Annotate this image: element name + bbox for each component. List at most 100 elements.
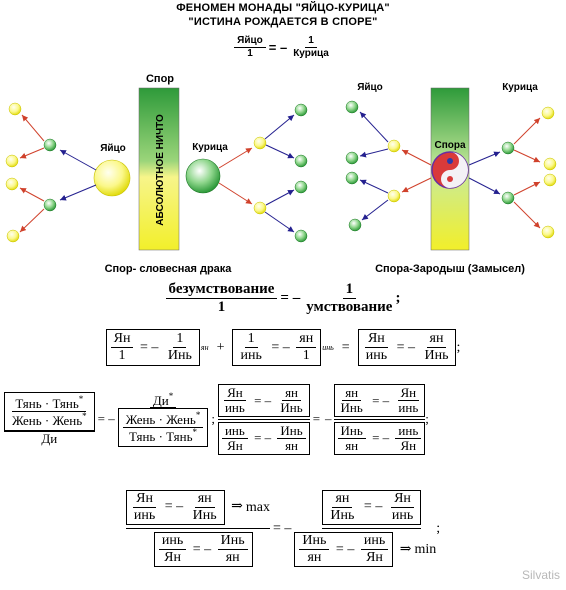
denominator: ян (285, 437, 299, 453)
small-node (294, 103, 308, 117)
denominator: Ян (164, 549, 181, 565)
equals-minus: = – (97, 411, 115, 427)
equals-minus: = – (268, 39, 288, 55)
right-caption: Спора-Зародыш (Замысел) (375, 263, 525, 275)
denominator: ян (307, 549, 322, 565)
title-line-1: ФЕНОМЕН МОНАДЫ "ЯЙЦО-КУРИЦА" (176, 2, 390, 14)
numerator: ян (342, 386, 362, 401)
small-node (501, 141, 515, 155)
small-node (6, 229, 20, 243)
numerator: Ян (397, 386, 420, 401)
numerator: Инь (277, 424, 306, 439)
numerator: безумствование (165, 281, 278, 299)
small-node (345, 100, 359, 114)
equals-minus: = – (396, 339, 415, 355)
hen-node (185, 158, 221, 194)
small-node (345, 171, 359, 185)
numerator: 1 (244, 331, 258, 348)
bar-vertical-text: АБСОЛЮТНОЕ НИЧТО (155, 114, 166, 226)
yin-yang-icon (431, 151, 469, 189)
semicolon: ; (456, 339, 461, 355)
left-diagram: Спор АБСОЛЮТНОЕ НИЧТО Яйцо Курица (5, 73, 308, 275)
min-label: min (414, 541, 437, 557)
right-egg-label: Яйцо (357, 82, 383, 93)
implies-arrow: ⇒ (399, 541, 412, 557)
semicolon: ; (436, 520, 441, 536)
denominator: инь (365, 347, 388, 363)
absolute-nothing-bar (138, 87, 180, 251)
right-diagram: Яйцо Курица Спора (345, 82, 557, 275)
small-node (5, 177, 19, 191)
denominator: Инь (330, 507, 355, 523)
numerator: Ян (364, 331, 388, 348)
fraction: 1 умствование (303, 281, 395, 315)
equals-minus: = – (273, 520, 292, 536)
equation-1: безумствование 1 = – 1 умствование ; (0, 281, 566, 315)
implies-arrow: ⇒ (231, 499, 243, 515)
denominator: инь (398, 399, 419, 415)
numerator: ян (194, 491, 215, 508)
numerator: ян (282, 386, 302, 401)
small-node (294, 154, 308, 168)
top-formula: Яйцо 1 = – 1 Курица (0, 35, 566, 59)
denominator: Ян (400, 437, 417, 453)
egg-chicken-diagrams: Спор АБСОЛЮТНОЕ НИЧТО Яйцо Курица (5, 73, 557, 275)
small-node (501, 191, 515, 205)
denominator: Инь (340, 399, 363, 415)
small-node (294, 180, 308, 194)
numerator: ян (332, 491, 353, 508)
denominator: 1 (118, 347, 126, 363)
numerator: Инь (337, 424, 366, 439)
denominator: Инь (167, 347, 192, 363)
hen-label: Курица (192, 142, 228, 153)
numerator: Ян (391, 491, 414, 508)
plus: + (216, 339, 225, 355)
equals-minus: = – (271, 339, 290, 355)
subscript: ян (200, 343, 209, 353)
denominator: инь (240, 347, 262, 363)
small-node (43, 198, 57, 212)
equals: = (312, 411, 321, 427)
fraction-di: Ди* Жень · Жень* Тянь · Тянь* (117, 391, 209, 448)
small-node (387, 139, 401, 153)
numerator: Яйцо (234, 35, 266, 48)
star: * (82, 410, 87, 421)
equals-minus: = – (139, 339, 159, 355)
equation-3: Тянь · Тянь* Жень · Жень* Ди = – Ди* Жен… (4, 384, 564, 455)
zhen-product: Жень · Жень (12, 412, 83, 428)
numerator: инь (360, 533, 389, 550)
denominator: ян (345, 437, 359, 453)
egg-label: Яйцо (100, 143, 126, 154)
numerator: Ян (224, 386, 246, 401)
equals-minus: = – (280, 290, 301, 307)
zhen-product: Жень · Жень (125, 412, 196, 428)
small-node (253, 136, 267, 150)
fraction-egg-over-1: Яйцо 1 (234, 35, 266, 59)
star: * (192, 426, 198, 437)
small-node (253, 201, 267, 215)
denominator: 1 (302, 347, 310, 363)
denominator: ян (225, 549, 240, 565)
numerator: Ян (110, 331, 134, 348)
denominator: Ян (227, 437, 243, 453)
denominator: инь (133, 507, 156, 523)
star: * (78, 394, 84, 405)
numerator: инь (221, 424, 248, 439)
small-node (543, 157, 557, 171)
small-node (387, 189, 401, 203)
fraction-1-over-hen: 1 Курица (290, 35, 332, 58)
equals: = (341, 339, 350, 355)
small-node (543, 173, 557, 187)
dispute-label: Спор (146, 73, 174, 85)
numerator: 1 (305, 35, 317, 48)
small-node (5, 154, 19, 168)
fraction-tian: Тянь · Тянь* Жень · Жень* Ди (4, 392, 95, 446)
small-node (8, 102, 22, 116)
numerator: инь (395, 424, 422, 439)
